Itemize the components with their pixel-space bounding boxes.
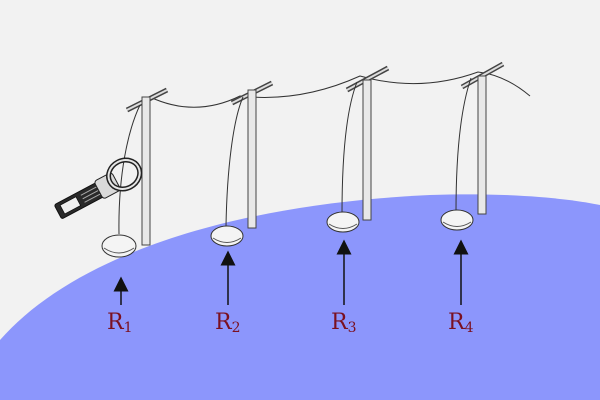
resistance-label-2: R2 (215, 310, 241, 336)
resistance-label-4: R4 (448, 310, 474, 336)
utility-pole-2 (230, 80, 274, 229)
resistance-index: 1 (123, 320, 133, 336)
ground-electrode-1 (101, 234, 137, 258)
resistance-symbol: R (331, 310, 348, 335)
ground-electrode-3 (326, 211, 360, 233)
ground-electrode-4 (440, 209, 474, 231)
resistance-index: 3 (347, 320, 357, 336)
clamp-meter-icon (54, 157, 143, 219)
resistance-symbol: R (107, 310, 124, 335)
utility-pole-3 (345, 65, 390, 221)
resistance-label-1: R1 (107, 310, 133, 336)
earth-ground (0, 194, 600, 400)
resistance-label-3: R3 (331, 310, 357, 336)
resistance-index: 4 (464, 320, 474, 336)
down-conductor-2 (225, 96, 244, 227)
down-conductor-1 (118, 104, 141, 235)
resistance-symbol: R (448, 310, 465, 335)
resistance-index: 2 (231, 320, 241, 336)
ground-electrode-2 (210, 225, 244, 247)
down-conductor-3 (341, 81, 358, 215)
resistance-symbol: R (215, 310, 232, 335)
down-conductor-4 (455, 77, 472, 213)
